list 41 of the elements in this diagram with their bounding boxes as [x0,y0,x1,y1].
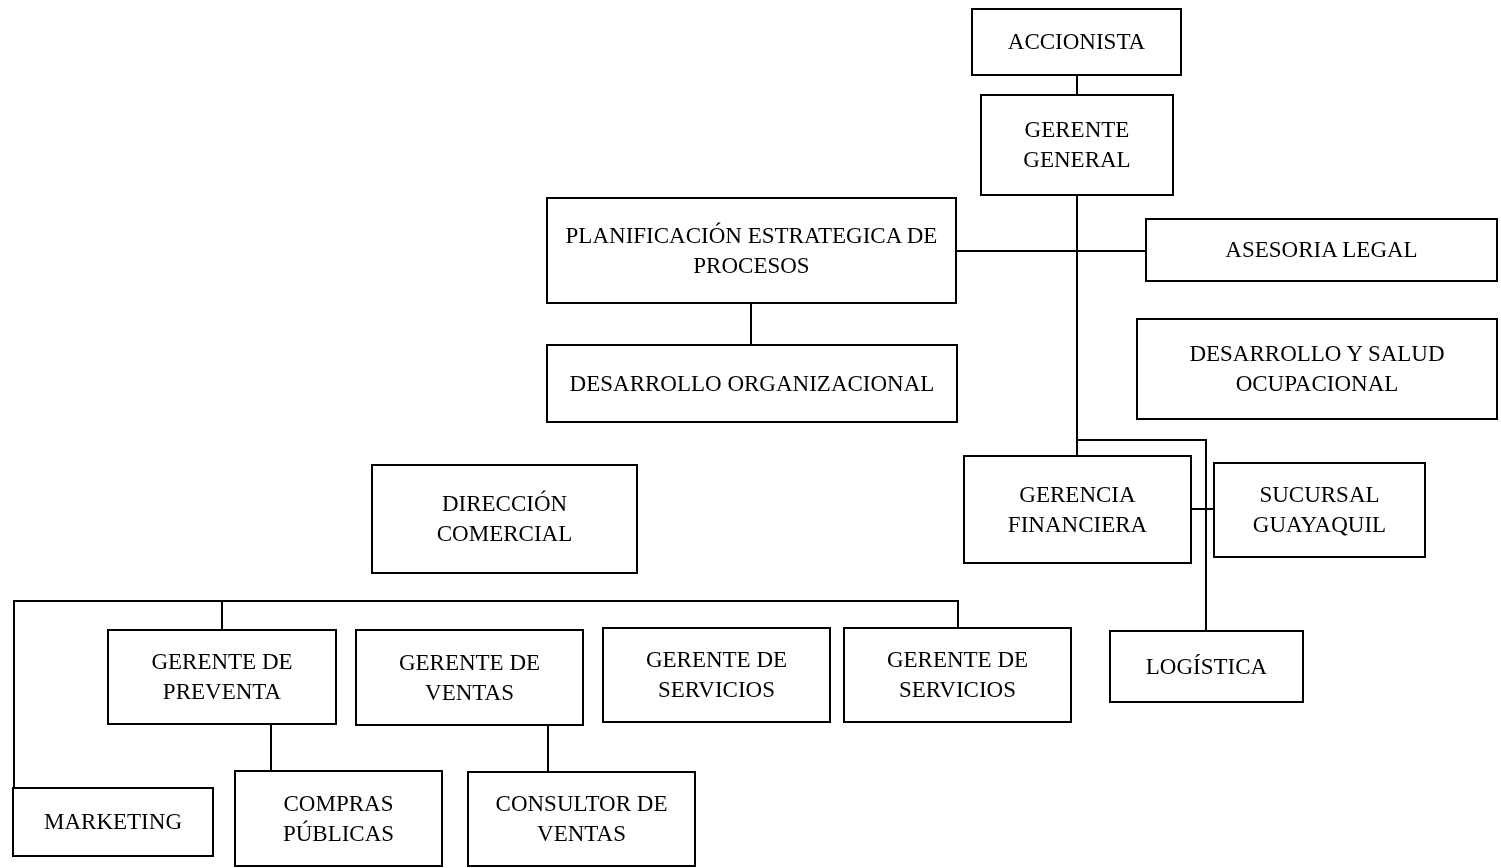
connector-line [1191,508,1214,510]
box-label: DIRECCIÓN COMERCIAL [435,489,574,548]
box-label: GERENCIA FINANCIERA [1006,480,1149,539]
box-label: COMPRAS PÚBLICAS [281,789,396,848]
connector-line [270,724,272,771]
connector-line [13,600,223,788]
org-box [971,8,1182,76]
org-box [371,464,638,574]
org-box [467,771,696,867]
box-label: CONSULTOR DE VENTAS [494,790,669,848]
box-label: ACCIONISTA [1007,28,1146,56]
box-label: MARKETING [44,808,182,836]
org-box [1136,318,1498,420]
org-box [355,629,584,726]
org-box [980,94,1174,196]
box-label: GERENTE DE VENTAS [397,648,542,707]
connector-line [221,600,959,630]
org-box [843,627,1072,723]
org-box [602,627,831,723]
org-box [107,629,337,725]
org-box [546,197,957,304]
box-label: ASESORIA LEGAL [1225,236,1418,264]
connector-line [1076,75,1078,95]
org-box [234,770,443,867]
org-box [1109,630,1304,703]
box-label: GERENTE DE PREVENTA [150,648,294,706]
box-label: PLANIFICACIÓN ESTRATEGICA DE PROCESOS [564,221,939,280]
org-box [1213,462,1426,558]
org-box [546,344,958,423]
org-box [1145,218,1498,282]
box-label: DESARROLLO ORGANIZACIONAL [569,369,935,398]
connector-line [750,303,752,345]
box-label: LOGÍSTICA [1145,652,1268,681]
org-box [963,455,1192,564]
box-label: SUCURSAL GUAYAQUIL [1251,481,1388,539]
box-label: GERENTE DE SERVICIOS [885,646,1030,704]
box-label: GERENTE GENERAL [1022,116,1132,174]
box-label: GERENTE DE SERVICIOS [644,646,789,704]
connector-line [547,725,549,772]
org-box [12,787,214,857]
box-label: DESARROLLO Y SALUD OCUPACIONAL [1188,340,1446,398]
